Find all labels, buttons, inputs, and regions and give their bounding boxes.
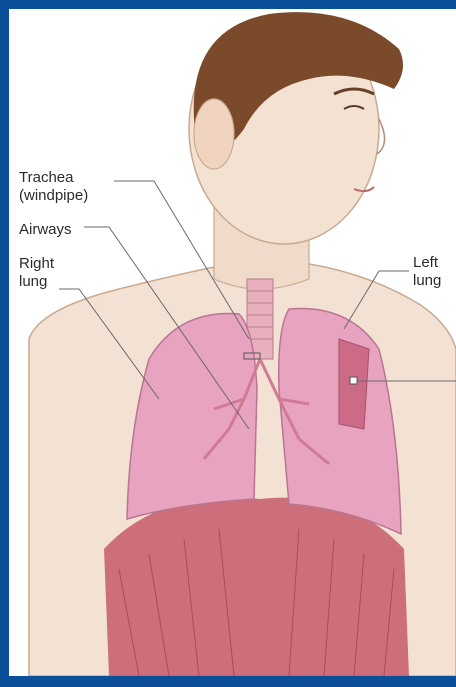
illustration-panel: Trachea (windpipe) Airways Right lung Le… [9,9,456,676]
diaphragm [104,498,409,676]
left-lung-label: Left lung [413,254,441,290]
ear [194,99,234,169]
airways-label: Airways [19,221,72,239]
anatomy-illustration [9,9,456,676]
right-lung-label: Right lung [19,255,54,291]
trachea-label: Trachea (windpipe) [19,169,88,205]
